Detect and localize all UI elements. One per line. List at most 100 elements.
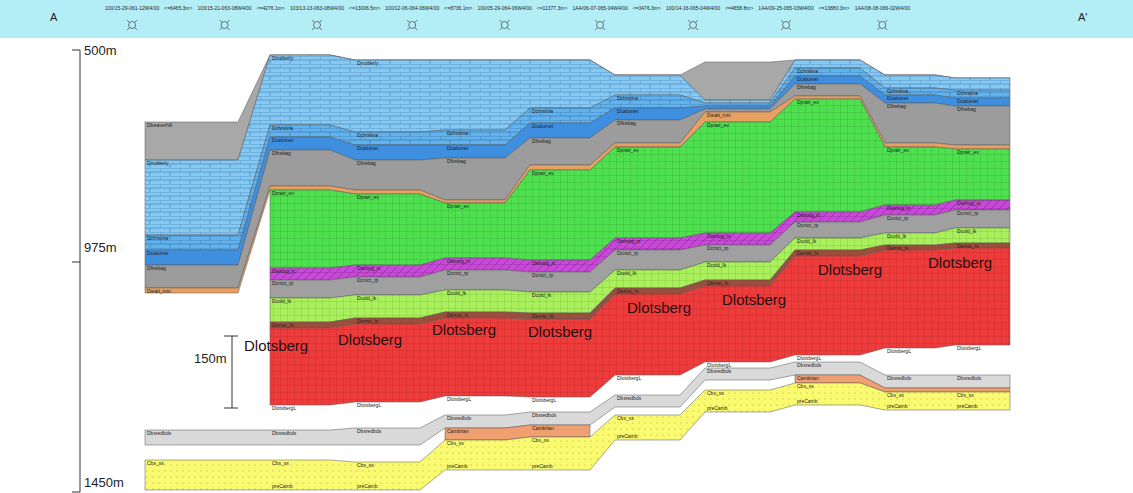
scale-label: 150m bbox=[194, 352, 227, 365]
well-symbol bbox=[220, 20, 230, 30]
unit-label: Dwinog_rc bbox=[272, 269, 296, 274]
unit-label: Dwinog_rc bbox=[357, 266, 381, 271]
well-symbol bbox=[597, 22, 604, 29]
unit-label: Dcntct_rp bbox=[357, 278, 378, 283]
formation-name: Dlotsberg bbox=[722, 292, 786, 307]
unit-label: Dbsredbds bbox=[357, 429, 381, 434]
well-name: 100/14-16-065-04W4/00 bbox=[666, 6, 720, 11]
unit-label: Dfirebag bbox=[887, 104, 906, 109]
formation-name: Dlotsberg bbox=[627, 300, 691, 315]
unit-label: Cambrian bbox=[797, 376, 819, 381]
unit-label: Dcold_lk bbox=[617, 271, 636, 276]
well-symbol bbox=[879, 22, 886, 29]
well-name: 100/15-29-061-12W4/00 bbox=[105, 6, 159, 11]
unit-label: DlotsbergL bbox=[617, 376, 641, 381]
well-symbol bbox=[500, 20, 510, 30]
unit-label: Dcntct_rp bbox=[617, 251, 638, 256]
well-distance: <=8736.1m> bbox=[444, 6, 472, 11]
section-end: A bbox=[50, 12, 57, 23]
well-symbol bbox=[690, 22, 697, 29]
strata-layer bbox=[145, 96, 1010, 293]
unit-label: Dcold_lk bbox=[707, 263, 726, 268]
well-symbol bbox=[313, 22, 320, 29]
unit-label: Cbs_ss bbox=[447, 441, 464, 446]
unit-label: DlotsbergL bbox=[357, 403, 381, 408]
formation-name: Dlotsberg bbox=[432, 322, 496, 337]
unit-label: Dbsredbds bbox=[272, 431, 296, 436]
well-name: 100/05-29-064-06W4/00 bbox=[478, 6, 532, 11]
well-distance: <=4658.8m> bbox=[725, 6, 753, 11]
unit-label: preCamb bbox=[272, 484, 293, 489]
unit-label: Dmoberly bbox=[147, 161, 168, 166]
unit-label: Dmoberly bbox=[357, 61, 378, 66]
well-distance: <=6465.3m> bbox=[164, 6, 192, 11]
unit-label: preCamb bbox=[532, 464, 553, 469]
unit-label: Dwinog_rc bbox=[532, 261, 556, 266]
well-name: 1AA/08-08-066-02W4/00 bbox=[855, 6, 910, 11]
unit-label: Dcntct_rp bbox=[707, 246, 728, 251]
unit-label: Dernst_fs bbox=[707, 281, 728, 286]
unit-label: Dbsredbds bbox=[617, 396, 641, 401]
unit-label: Dcntct_rp bbox=[797, 223, 818, 228]
header-bar bbox=[0, 0, 1133, 38]
unit-label: Dchrstina bbox=[617, 96, 638, 101]
unit-label: Dcold_lk bbox=[887, 234, 906, 239]
unit-label: Dcalumet bbox=[957, 99, 978, 104]
unit-label: Dcalumet bbox=[357, 146, 378, 151]
formation-name: Dlotsberg bbox=[528, 324, 592, 339]
unit-label: Dprair_ev bbox=[447, 204, 469, 209]
unit-label: Dfirebag bbox=[532, 139, 551, 144]
unit-label: Dernst_fs bbox=[532, 314, 553, 319]
well-symbol bbox=[221, 22, 228, 29]
formation-name: Dlotsberg bbox=[244, 338, 308, 353]
unit-label: Dprair_ev bbox=[957, 150, 979, 155]
unit-label: Dbsredbds bbox=[147, 431, 171, 436]
unit-label: Dcold_lk bbox=[532, 293, 551, 298]
unit-label: preCamb bbox=[797, 399, 818, 404]
unit-label: Dchrstina bbox=[957, 91, 978, 96]
unit-label: Dmoberly bbox=[272, 56, 293, 61]
unit-label: Dwinog_rc bbox=[617, 239, 641, 244]
formation-name: Dlotsberg bbox=[818, 262, 882, 277]
well-symbol bbox=[783, 22, 790, 29]
unit-label: Dcntct_rp bbox=[447, 271, 468, 276]
unit-label: Dbsredbds bbox=[797, 363, 821, 368]
unit-label: Dfirebag bbox=[957, 107, 976, 112]
formation-name: Dlotsberg bbox=[338, 332, 402, 347]
unit-label: Dchrstina bbox=[357, 133, 378, 138]
unit-label: Dcold_lk bbox=[357, 296, 376, 301]
unit-label: DlotsbergL bbox=[887, 349, 911, 354]
unit-label: Dwatt_mtn bbox=[147, 289, 171, 294]
unit-label: Dernst_fs bbox=[357, 319, 378, 324]
unit-label: Cbs_ss bbox=[617, 416, 634, 421]
unit-label: Dfirebag bbox=[447, 159, 466, 164]
unit-label: Cbs_ss bbox=[532, 438, 549, 443]
unit-label: DlotsbergL bbox=[707, 363, 731, 368]
unit-label: Dernst_fs bbox=[272, 323, 293, 328]
unit-label: Dcalumet bbox=[447, 146, 468, 151]
depth-label: 975m bbox=[84, 241, 117, 254]
unit-label: preCamb bbox=[887, 404, 908, 409]
unit-label: Dbsredbds bbox=[532, 413, 556, 418]
unit-label: Dcalumet bbox=[887, 96, 908, 101]
unit-label: Dchrstina bbox=[447, 131, 468, 136]
unit-label: preCamb bbox=[707, 406, 728, 411]
well-symbol bbox=[127, 20, 137, 30]
unit-label: Dcalumet bbox=[147, 251, 168, 256]
unit-label: DlotsbergL bbox=[447, 397, 471, 402]
unit-label: Dbsredbds bbox=[707, 369, 731, 374]
unit-label: Dprair_ev bbox=[357, 195, 379, 200]
unit-label: Dwatt_mtn bbox=[707, 113, 731, 118]
unit-label: Dwinog_rc bbox=[447, 259, 471, 264]
unit-label: Dbsredbds bbox=[447, 416, 471, 421]
unit-label: DlotsbergL bbox=[532, 398, 556, 403]
well-name: 103/15-21-063-08W4/00 bbox=[197, 6, 251, 11]
unit-label: Cbs_ss bbox=[357, 463, 374, 468]
unit-label: Dprair_ev bbox=[887, 148, 909, 153]
well-name: 100/12-06-064-06W4/00 bbox=[385, 6, 439, 11]
unit-label: Dprair_ev bbox=[797, 100, 819, 105]
unit-label: Dcalumet bbox=[532, 124, 553, 129]
unit-label: Dcold_lk bbox=[272, 299, 291, 304]
unit-label: Dwinog_rc bbox=[707, 234, 731, 239]
